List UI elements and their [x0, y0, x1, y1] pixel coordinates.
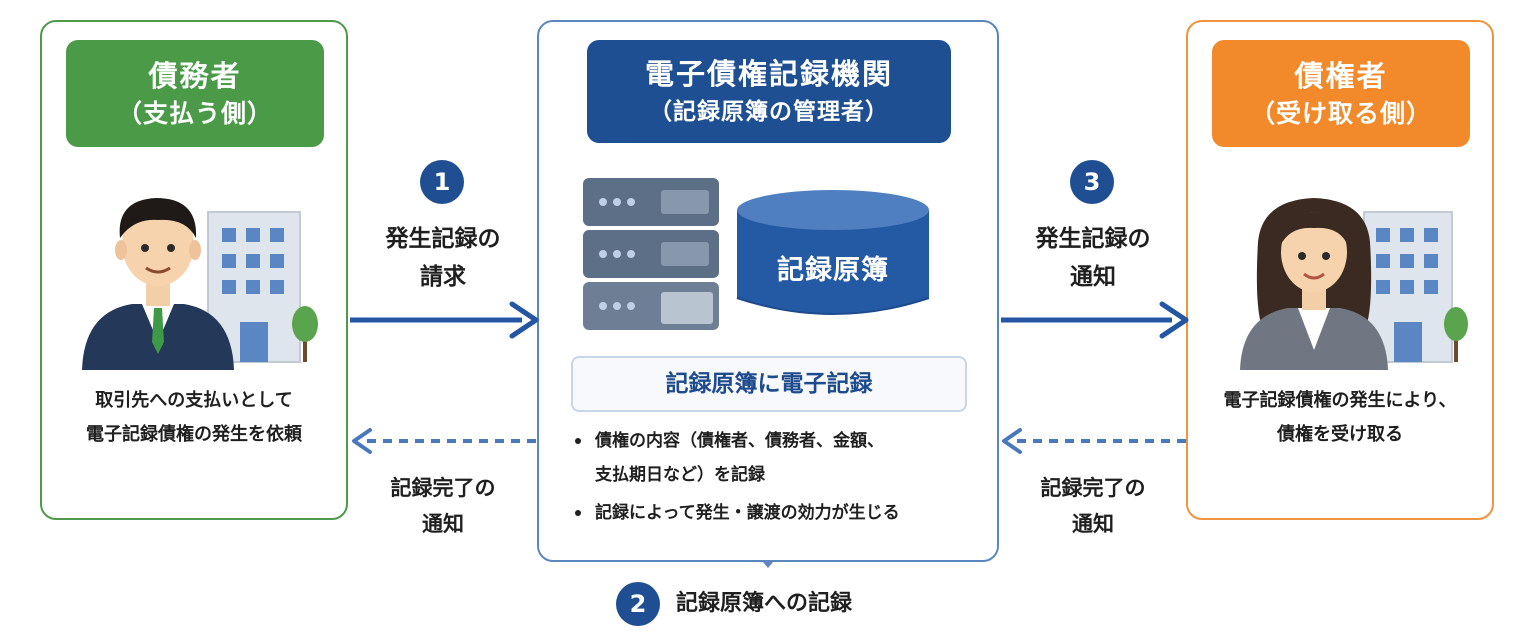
step1-label: 発生記録の 請求	[352, 220, 534, 296]
completion-right-line1: 記録完了の	[1040, 476, 1146, 500]
step3-label-line2: 通知	[1070, 264, 1116, 290]
bullet-item-2: 記録によって発生・譲渡の効力が生じる	[573, 496, 993, 530]
tree-icon	[292, 306, 318, 362]
debtor-illustration	[82, 198, 318, 370]
registry-subtitle: （記録原簿の管理者）	[649, 98, 889, 125]
registry-panel: 電子債権記録機関 （記録原簿の管理者） 記録原簿 記録原簿に電子記録 債権の内容…	[537, 20, 999, 562]
debtor-description: 取引先への支払いとして 電子記録債権の発生を依頼	[42, 384, 346, 452]
record-box: 記録原簿に電子記録	[571, 356, 967, 412]
debtor-panel: 債務者 （支払う側）	[40, 20, 348, 520]
tree-icon	[1444, 307, 1468, 362]
ledger-label: 記録原簿	[777, 255, 889, 286]
completion-right-line2: 通知	[1072, 512, 1114, 536]
creditor-description-line2: 債権を受け取る	[1277, 424, 1403, 445]
step3-label: 発生記録の 通知	[1002, 220, 1184, 296]
creditor-panel: 債権者 （受け取る側）	[1186, 20, 1494, 520]
debtor-description-line1: 取引先への支払いとして	[95, 390, 293, 411]
bullet1-line1: 債権の内容（債権者、債務者、金額、	[595, 431, 884, 451]
creditor-header: 債権者 （受け取る側）	[1212, 40, 1470, 147]
bullet1-line2: 支払期日など）を記録	[595, 465, 765, 485]
registry-header: 電子債権記録機関 （記録原簿の管理者）	[587, 40, 951, 143]
completion-left-line2: 通知	[422, 512, 464, 536]
registry-pointer	[763, 562, 773, 568]
debtor-subtitle: （支払う側）	[116, 98, 273, 128]
bullet-item-1: 債権の内容（債権者、債務者、金額、 支払期日など）を記録	[573, 424, 993, 492]
debtor-header: 債務者 （支払う側）	[66, 40, 324, 147]
step3-label-line1: 発生記録の	[1035, 226, 1151, 252]
step2: 2 記録原簿への記録	[616, 582, 946, 626]
man-avatar-icon	[82, 198, 234, 370]
creditor-description: 電子記録債権の発生により、 債権を受け取る	[1188, 384, 1492, 452]
completion-arrow-right	[1002, 428, 1186, 454]
server-rack-icon	[583, 178, 719, 330]
step1-label-line1: 発生記録の	[385, 226, 501, 252]
step2-label: 記録原簿への記録	[676, 591, 853, 616]
completion-label-right: 記録完了の 通知	[1002, 470, 1184, 542]
step1-arrow	[350, 301, 539, 339]
completion-left-line1: 記録完了の	[390, 476, 496, 500]
office-building-icon	[207, 211, 301, 363]
creditor-subtitle: （受け取る側）	[1249, 98, 1432, 128]
step3-number-badge: 3	[1070, 160, 1114, 204]
step1-label-line2: 請求	[420, 264, 466, 290]
creditor-description-line1: 電子記録債権の発生により、	[1223, 390, 1457, 411]
debtor-title: 債務者	[148, 58, 242, 93]
registry-title: 電子債権記録機関	[644, 56, 893, 91]
database-cylinder-icon	[736, 190, 930, 315]
registry-bullets: 債権の内容（債権者、債務者、金額、 支払期日など）を記録 記録によって発生・譲渡…	[573, 424, 993, 530]
step2-number-badge: 2	[616, 582, 660, 626]
completion-arrow-left	[352, 428, 536, 454]
woman-avatar-icon	[1240, 198, 1388, 370]
debtor-description-line2: 電子記録債権の発生を依頼	[86, 424, 302, 445]
creditor-illustration	[1240, 198, 1468, 370]
completion-label-left: 記録完了の 通知	[352, 470, 534, 542]
step3-arrow	[1001, 301, 1189, 339]
step1-number-badge: 1	[420, 160, 464, 204]
creditor-title: 債権者	[1294, 58, 1388, 93]
